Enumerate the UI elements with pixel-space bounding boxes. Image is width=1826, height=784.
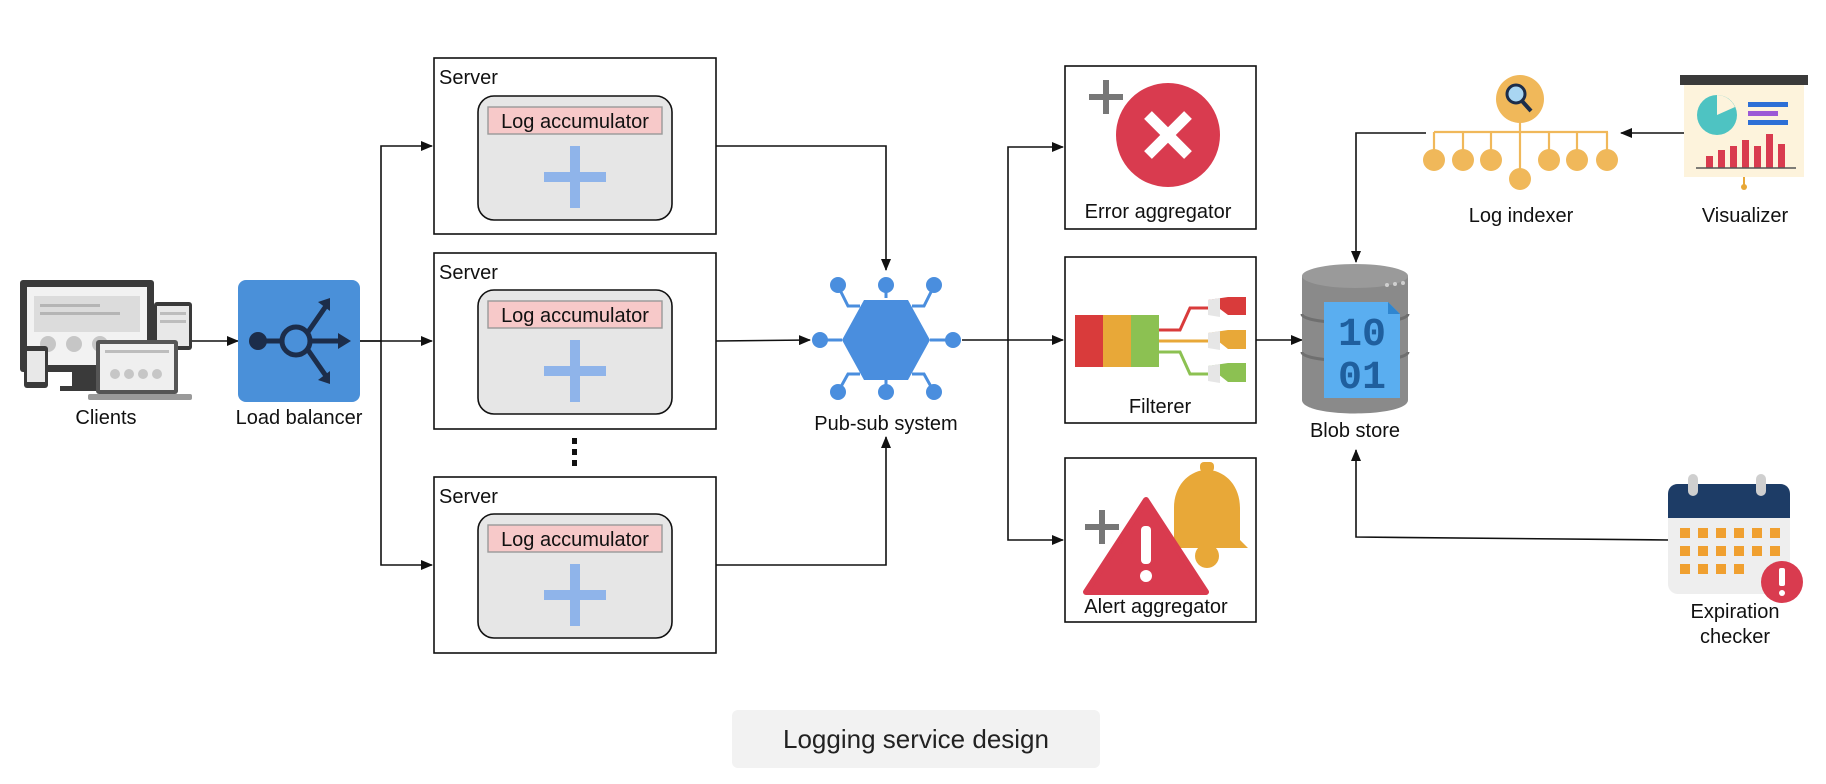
error-aggregator-label: Error aggregator	[1085, 201, 1232, 223]
blob-bits-top: 10	[1338, 313, 1386, 358]
server-2-title: Server	[439, 262, 498, 284]
load-balancer-icon	[238, 280, 360, 402]
blob-bits-bottom: 01	[1338, 356, 1386, 401]
connectors	[192, 128, 1684, 570]
pubsub-icon	[812, 277, 961, 400]
caption-text: Logging service design	[783, 724, 1049, 754]
visualizer-label: Visualizer	[1702, 205, 1789, 227]
magnifier-icon	[1505, 83, 1533, 113]
arrow-pubsub-to-error	[1007, 142, 1064, 340]
arrow-lb-to-server-1	[360, 141, 433, 342]
expiration-checker-label-line-2: checker	[1700, 626, 1770, 648]
plus-icon	[1089, 80, 1123, 114]
server-1: Server Log accumulator	[433, 57, 717, 235]
log-accumulator-3-label: Log accumulator	[501, 529, 649, 551]
server-2: Server Log accumulator	[433, 252, 717, 430]
arrow-server-2-to-pubsub	[715, 335, 811, 346]
expiration-checker-label-line-1: Expiration	[1691, 601, 1780, 623]
blob-store-label: Blob store	[1310, 420, 1400, 442]
filter-icon	[1075, 297, 1246, 383]
calendar-icon	[1668, 474, 1803, 603]
arrow-lb-to-server-3	[380, 341, 433, 570]
clients-icon	[20, 280, 192, 400]
log-accumulator-1-label: Log accumulator	[501, 111, 649, 133]
plus-icon	[544, 340, 606, 402]
server-1-title: Server	[439, 67, 498, 89]
filterer-label: Filterer	[1129, 396, 1192, 418]
alert-badge-icon	[1761, 561, 1803, 603]
arrow-pubsub-to-alert	[1007, 340, 1064, 545]
pubsub-label: Pub-sub system	[814, 413, 957, 435]
log-indexer-icon	[1423, 75, 1618, 190]
arrow-expiration-to-blob	[1351, 449, 1669, 541]
diagram-caption: Logging service design	[732, 710, 1100, 768]
error-aggregator: Error aggregator	[1064, 65, 1257, 230]
load-balancer-label: Load balancer	[236, 407, 363, 429]
arrow-indexer-to-blob	[1351, 132, 1426, 263]
arrow-server-1-to-pubsub	[716, 145, 891, 271]
alert-aggregator-label: Alert aggregator	[1084, 596, 1228, 618]
bell-icon	[1166, 462, 1248, 568]
server-3-title: Server	[439, 486, 498, 508]
alert-aggregator: Alert aggregator	[1064, 457, 1257, 623]
plus-icon	[544, 146, 606, 208]
visualizer-icon	[1680, 75, 1808, 190]
error-x-icon	[1116, 83, 1220, 187]
log-indexer-label: Log indexer	[1469, 205, 1574, 227]
plus-icon	[544, 564, 606, 626]
log-accumulator-2-label: Log accumulator	[501, 305, 649, 327]
vertical-ellipsis	[572, 438, 577, 466]
clients-label: Clients	[75, 407, 136, 429]
warning-icon	[1083, 497, 1209, 595]
blob-store-icon: 10 01	[1300, 264, 1410, 414]
filterer: Filterer	[1064, 256, 1257, 424]
plus-icon	[1085, 510, 1119, 544]
arrow-server-3-to-pubsub	[716, 436, 891, 566]
server-3: Server Log accumulator	[433, 476, 717, 654]
